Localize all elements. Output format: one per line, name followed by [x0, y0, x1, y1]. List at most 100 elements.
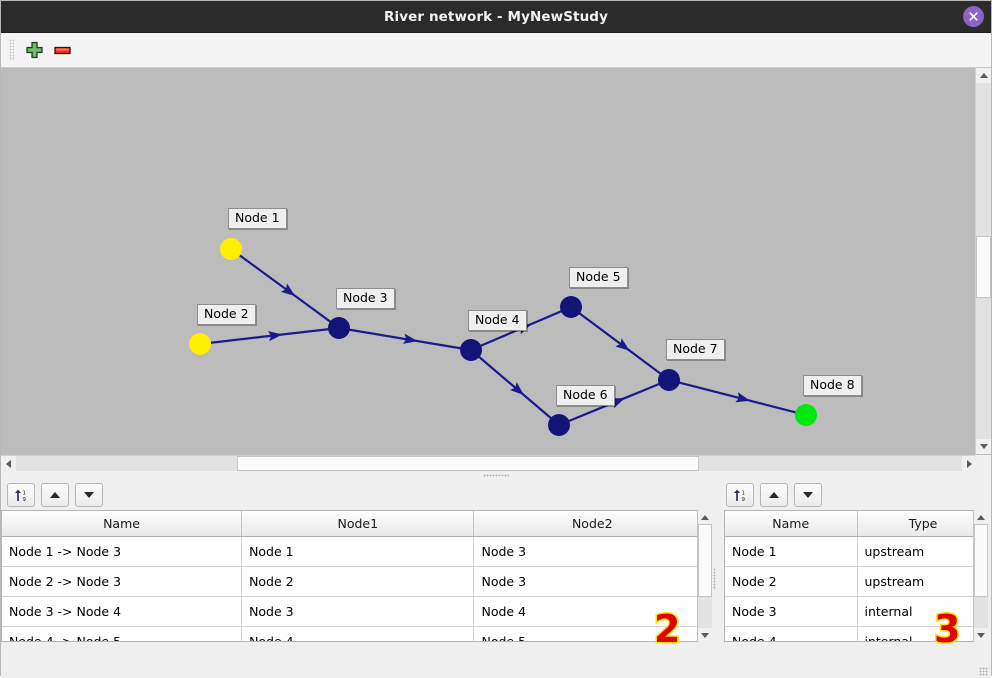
triangle-up-icon [979, 73, 988, 78]
plus-icon [25, 41, 43, 58]
table-cell[interactable]: upstream [857, 566, 987, 597]
scroll-up-button[interactable] [976, 68, 991, 83]
table-cell[interactable]: Node 1 [725, 536, 858, 567]
nodes-scroll-down-button[interactable] [974, 628, 988, 642]
edge-arrowhead-icon [402, 333, 418, 344]
reaches-sort-button[interactable]: 1 9 [7, 483, 35, 507]
edge-arrowhead-icon [735, 392, 751, 403]
reaches-scroll-down-button[interactable] [698, 628, 712, 642]
reaches-scroll-up-button[interactable] [698, 510, 712, 524]
table-cell[interactable]: Node 1 -> Node 3 [2, 536, 243, 567]
nodes-scroll-thumb[interactable] [974, 524, 988, 597]
triangle-up-icon [977, 514, 985, 520]
scroll-down-button[interactable] [976, 439, 991, 454]
nodes-move-up-button[interactable] [760, 483, 788, 507]
graph-node-label[interactable]: Node 8 [803, 375, 862, 396]
scroll-right-button[interactable] [962, 456, 977, 471]
network-graph-canvas[interactable] [1, 68, 977, 454]
table-cell[interactable]: Node 3 [473, 566, 711, 597]
graph-node-label[interactable]: Node 6 [556, 385, 615, 406]
graph-node-label[interactable]: Node 4 [468, 310, 527, 331]
column-header-node2[interactable]: Node2 [473, 511, 711, 537]
table-cell[interactable]: Node 3 [473, 536, 711, 567]
graph-node-label[interactable]: Node 5 [569, 267, 628, 288]
vertical-splitter[interactable] [712, 480, 716, 678]
vertical-scroll-thumb[interactable] [976, 236, 991, 298]
table-cell[interactable]: Node 2 -> Node 3 [2, 566, 243, 597]
horizontal-splitter[interactable] [1, 471, 991, 480]
graph-node-label[interactable]: Node 3 [336, 288, 395, 309]
add-node-button[interactable] [20, 37, 48, 63]
graph-node-label[interactable]: Node 7 [666, 339, 725, 360]
reaches-move-down-button[interactable] [75, 483, 103, 507]
scroll-left-button[interactable] [1, 456, 16, 471]
table-cell[interactable]: Node 3 [725, 596, 858, 627]
edge-line[interactable] [678, 381, 797, 414]
table-cell[interactable]: upstream [857, 536, 987, 567]
reaches-scroll-thumb[interactable] [698, 524, 712, 597]
table-cell[interactable]: Node 4 [241, 626, 475, 641]
window-resize-grip-icon[interactable] [979, 667, 988, 676]
toolbar-drag-handle[interactable] [9, 39, 14, 61]
edge-line[interactable] [477, 355, 553, 420]
graph-node-internal[interactable] [548, 414, 570, 436]
svg-text:9: 9 [23, 497, 27, 503]
graph-node-upstream[interactable] [220, 238, 242, 260]
edge-line[interactable] [209, 328, 330, 344]
edge-line[interactable] [578, 312, 662, 375]
column-header-name[interactable]: Name [725, 511, 858, 537]
nodes-move-down-button[interactable] [794, 483, 822, 507]
svg-text:9: 9 [742, 497, 746, 503]
nodes-table-scrollbar[interactable] [973, 510, 988, 642]
table-cell[interactable]: Node 4 [725, 626, 858, 641]
graph-node-label[interactable]: Node 2 [197, 304, 256, 325]
graph-vertical-scrollbar[interactable] [975, 68, 991, 454]
graph-node-upstream[interactable] [189, 333, 211, 355]
graph-node-internal[interactable] [658, 369, 680, 391]
reaches-move-up-button[interactable] [41, 483, 69, 507]
table-cell[interactable]: Node 2 [241, 566, 475, 597]
graph-node-internal[interactable] [460, 339, 482, 361]
column-header-node1[interactable]: Node1 [241, 511, 475, 537]
table-cell[interactable]: internal [857, 626, 987, 641]
column-header-type[interactable]: Type [857, 511, 987, 537]
triangle-right-icon [967, 459, 972, 468]
table-cell[interactable]: Node 4 [473, 596, 711, 627]
table-cell[interactable]: Node 3 -> Node 4 [2, 596, 243, 627]
edge-line[interactable] [238, 254, 332, 323]
nodes-scroll-up-button[interactable] [974, 510, 988, 524]
table-cell[interactable]: Node 4 -> Node 5 [2, 626, 243, 641]
nodes-sort-button[interactable]: 1 9 [726, 483, 754, 507]
table-cell[interactable]: internal [857, 596, 987, 627]
table-cell[interactable]: Node 2 [725, 566, 858, 597]
table-cell[interactable]: Node 5 [473, 626, 711, 641]
column-header-name[interactable]: Name [2, 511, 243, 537]
horizontal-scroll-thumb[interactable] [237, 456, 699, 471]
graph-node-downstream[interactable] [795, 404, 817, 426]
table-cell[interactable]: Node 3 [241, 596, 475, 627]
graph-horizontal-scrollbar[interactable] [1, 455, 977, 471]
graph-node-internal[interactable] [328, 317, 350, 339]
table-cell[interactable]: Node 1 [241, 536, 475, 567]
reaches-table-scrollbar[interactable] [697, 510, 712, 642]
close-window-button[interactable] [963, 6, 984, 27]
delete-node-button[interactable] [48, 37, 76, 63]
graph-node-internal[interactable] [560, 296, 582, 318]
edge-line[interactable] [348, 328, 462, 350]
graph-node-label[interactable]: Node 1 [228, 208, 287, 229]
triangle-down-icon [977, 632, 985, 638]
